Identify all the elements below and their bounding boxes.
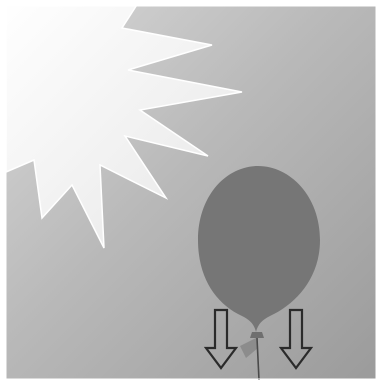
balloon-knot (250, 332, 264, 338)
